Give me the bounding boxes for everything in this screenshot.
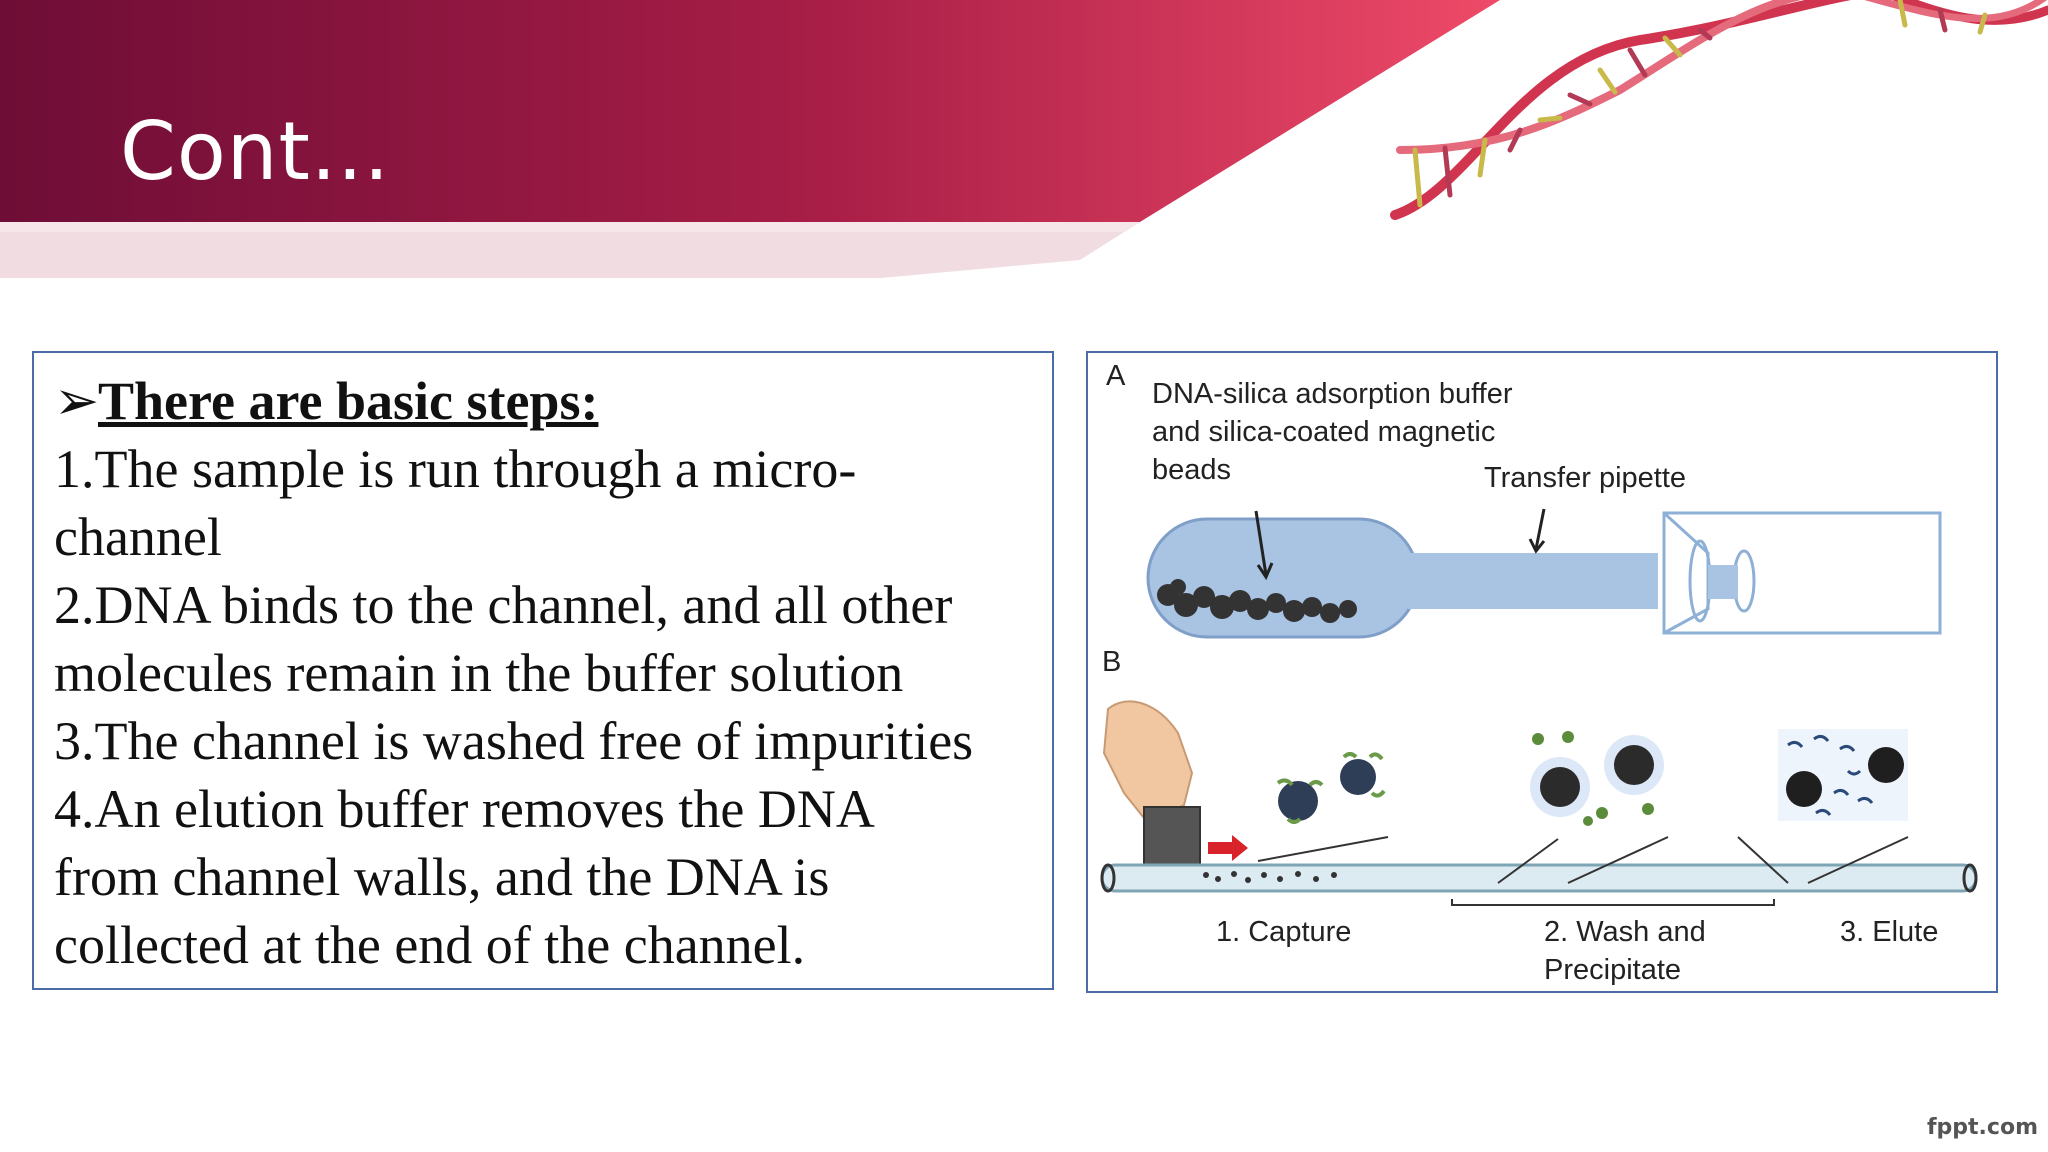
pipette-label: Transfer pipette — [1484, 462, 1686, 494]
step-line: channel — [54, 507, 222, 567]
watermark: fppt.com — [1926, 1115, 2038, 1140]
dna-helix-icon — [1390, 0, 2048, 220]
step-line: 1.The sample is run through a micro- — [54, 439, 857, 499]
panel-b-label: B — [1102, 646, 1121, 678]
step-line: molecules remain in the buffer solution — [54, 643, 904, 703]
wash-beads-icon — [1530, 731, 1664, 826]
microchannel-tube — [1100, 836, 1978, 906]
arrow-bullet-icon: ➢ — [54, 371, 100, 431]
step-wash-label-line1: 2. Wash and — [1544, 916, 1706, 948]
header-banner — [0, 0, 2048, 278]
elute-beads-icon — [1778, 729, 1908, 821]
step-line: collected at the end of the channel. — [54, 915, 806, 975]
panel-a-label: A — [1106, 360, 1126, 392]
figure-drawing: A DNA-silica adsorption buffer and silic… — [1100, 360, 1978, 986]
capture-beads-icon — [1276, 752, 1386, 824]
hand-icon — [1102, 700, 1201, 868]
step-wash-label-line2: Precipitate — [1544, 954, 1681, 986]
magnetic-beads-icon — [1157, 579, 1357, 623]
steps-textbox: ➢There are basic steps: 1.The sample is … — [32, 351, 1054, 990]
pointer-arrows — [1254, 508, 1546, 581]
slide-title: Cont... — [120, 105, 391, 198]
red-arrow-icon — [1208, 835, 1248, 861]
step-line: from channel walls, and the DNA is — [54, 847, 830, 907]
step-elute-label: 3. Elute — [1840, 916, 1938, 948]
steps-heading-row: ➢There are basic steps: — [54, 367, 1038, 435]
buffer-label-line2: and silica-coated magnetic — [1152, 416, 1495, 448]
dna-extraction-figure: A DNA-silica adsorption buffer and silic… — [1086, 351, 1998, 993]
buffer-label-line3: beads — [1152, 454, 1231, 486]
steps-heading: There are basic steps: — [98, 371, 599, 431]
step-line: 4.An elution buffer removes the DNA — [54, 779, 875, 839]
step-capture-label: 1. Capture — [1216, 916, 1351, 948]
step-line: 2.DNA binds to the channel, and all othe… — [54, 575, 953, 635]
step-line: 3.The channel is washed free of impuriti… — [54, 711, 974, 771]
buffer-label-line1: DNA-silica adsorption buffer — [1152, 378, 1513, 410]
